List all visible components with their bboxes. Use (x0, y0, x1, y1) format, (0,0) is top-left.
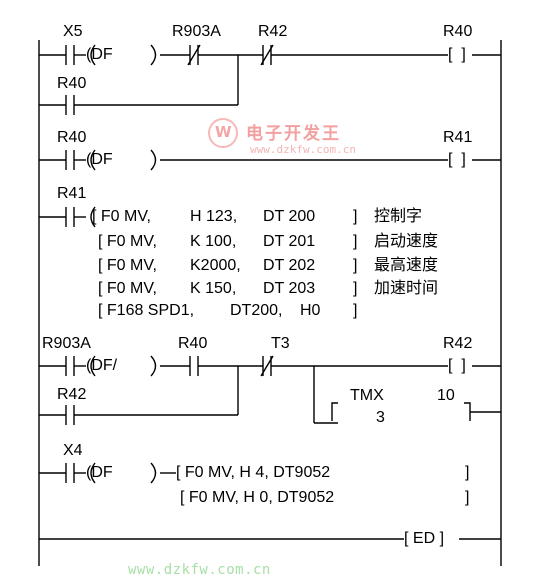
contact-x4-label: X4 (63, 442, 83, 459)
instruction-line-4-close: ] (353, 280, 358, 297)
instruction-line-1-open: [ F0 MV, (92, 208, 151, 225)
df-instruction-2: (DF (86, 151, 113, 168)
instruction-line-3-close: ] (353, 257, 358, 274)
instruction-line-3-note: 最高速度 (374, 257, 439, 274)
instruction-line-4-note: 加速时间 (374, 280, 439, 297)
instruction-line-1-note: 控制字 (374, 208, 423, 225)
contact-r903a-label: R903A (172, 23, 221, 40)
instruction-line-2-op2: DT 201 (263, 233, 316, 250)
latch-r42-label: R42 (57, 386, 87, 403)
instruction-line-4-open: [ F0 MV, (98, 280, 157, 297)
instruction-line-2-note: 启动速度 (374, 233, 439, 250)
contact-t3-label: T3 (271, 335, 290, 352)
instruction-line-1-close: ] (353, 208, 358, 225)
instruction-line-3-op2: DT 202 (263, 257, 316, 274)
instruction-line-1-op2: DT 200 (263, 208, 316, 225)
timer-number: 10 (437, 387, 455, 404)
instruction-line-4-op1: K 150, (190, 280, 237, 297)
mv-close-bracket-2: ] (465, 489, 470, 506)
watermark-title: 电子开发王 (246, 124, 341, 144)
contact-r40-label: R40 (57, 129, 87, 146)
instruction-line-5-op1: DT200, (230, 302, 283, 319)
instruction-line-5-close: ] (353, 302, 358, 319)
end-label: ED (412, 530, 436, 547)
instruction-line-2-close: ] (353, 233, 358, 250)
watermark-logo-icon (208, 118, 238, 148)
mv-instruction-h4: [ F0 MV, H 4, DT9052 (176, 464, 331, 481)
watermark-url: www.dzkfw.com.cn (250, 143, 356, 156)
df-falling-instruction: (DF/ (86, 357, 118, 374)
instruction-line-4-op2: DT 203 (263, 280, 316, 297)
instruction-line-2-op1: K 100, (190, 233, 237, 250)
instruction-line-3-open: [ F0 MV, (98, 257, 157, 274)
coil-r42-label: R42 (443, 335, 473, 352)
contact-r903a-label-2: R903A (42, 335, 91, 352)
coil-r40: [ ] (448, 46, 466, 63)
end-instruction: [ ED ] (404, 530, 445, 547)
contact-r41-label: R41 (57, 185, 87, 202)
latch-r40-label: R40 (57, 75, 87, 92)
mv-instruction-h0: [ F0 MV, H 0, DT9052 (180, 489, 335, 506)
df-instruction-5: (DF (86, 464, 113, 481)
bottom-watermark-url: www.dzkfw.com.cn (128, 562, 271, 578)
instruction-line-3-op1: K2000, (190, 257, 241, 274)
contact-r42-label: R42 (258, 23, 288, 40)
contact-r40-label-2: R40 (178, 335, 208, 352)
coil-r41-label: R41 (443, 129, 473, 146)
coil-r41: [ ] (448, 151, 466, 168)
contact-x5-label: X5 (63, 23, 83, 40)
timer-setpoint: 3 (376, 409, 385, 426)
instruction-line-5-open: [ F168 SPD1, (98, 302, 195, 319)
timer-tmx-label: TMX (350, 387, 384, 404)
instruction-line-1-op1: H 123, (190, 208, 238, 225)
df-instruction-1: (DF (86, 46, 113, 63)
coil-r42: [ ] (448, 357, 466, 374)
instruction-line-5-op2: H0 (300, 302, 321, 319)
mv-close-bracket-1: ] (465, 464, 470, 481)
instruction-line-2-open: [ F0 MV, (98, 233, 157, 250)
coil-r40-label: R40 (443, 23, 473, 40)
